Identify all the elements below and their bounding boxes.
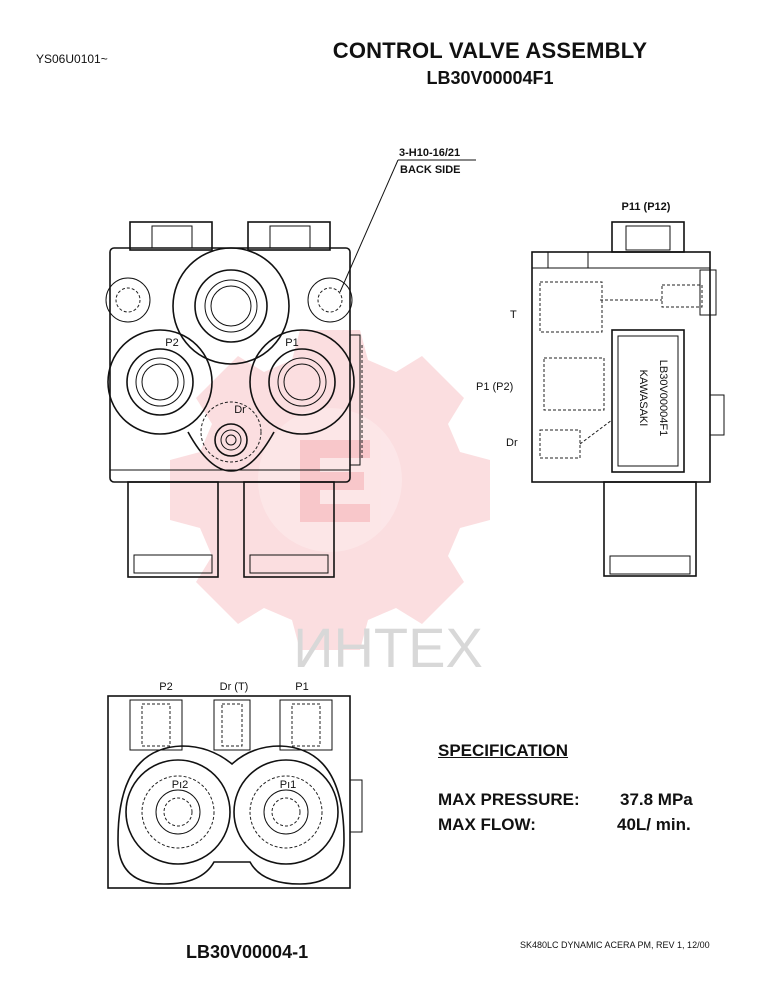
- back-side-ref-label: 3-H10-16/21: [399, 147, 460, 159]
- side-view: [531, 221, 725, 577]
- part-number: LB30V00004-1: [186, 942, 309, 962]
- footer-note: SK480LC DYNAMIC ACERA PM, REV 1, 12/00: [520, 940, 710, 950]
- bottom-label-drt: Dr (T): [220, 681, 249, 693]
- front-label-p2: P2: [165, 337, 178, 349]
- front-label-dr: Dr: [234, 404, 246, 416]
- watermark-text: ИНТЕХ: [293, 616, 483, 679]
- back-side-label: BACK SIDE: [400, 164, 461, 176]
- max-flow-value: 40L/ min.: [617, 815, 691, 834]
- side-label-p11: P11 (P12): [622, 201, 671, 213]
- bottom-label-pi2: Pı2: [172, 779, 189, 791]
- nameplate-maker-text: KAWASAKI: [637, 370, 649, 427]
- max-flow-label: MAX FLOW:: [438, 815, 536, 834]
- bottom-label-p1: P1: [295, 681, 308, 693]
- specification-heading: SPECIFICATION: [438, 741, 569, 760]
- front-label-p1: P1: [285, 337, 298, 349]
- bottom-view: [107, 695, 363, 889]
- bottom-label-p2: P2: [159, 681, 172, 693]
- bottom-label-pi1: Pı1: [280, 779, 297, 791]
- watermark-gear-core: [258, 408, 402, 552]
- side-label-p1p2: P1 (P2): [476, 381, 513, 393]
- drawing-subtitle: LB30V00004F1: [426, 68, 554, 88]
- side-label-dr: Dr: [506, 437, 518, 449]
- max-pressure-label: MAX PRESSURE:: [438, 790, 580, 809]
- side-label-t: T: [510, 309, 517, 321]
- nameplate-model-text: LB30V00004F1: [657, 360, 669, 436]
- back-side-leader-line: [339, 159, 399, 293]
- max-pressure-value: 37.8 MPa: [620, 790, 693, 809]
- document-code: YS06U0101~: [36, 52, 108, 66]
- drawing-title: CONTROL VALVE ASSEMBLY: [332, 38, 648, 63]
- front-view: [105, 221, 363, 578]
